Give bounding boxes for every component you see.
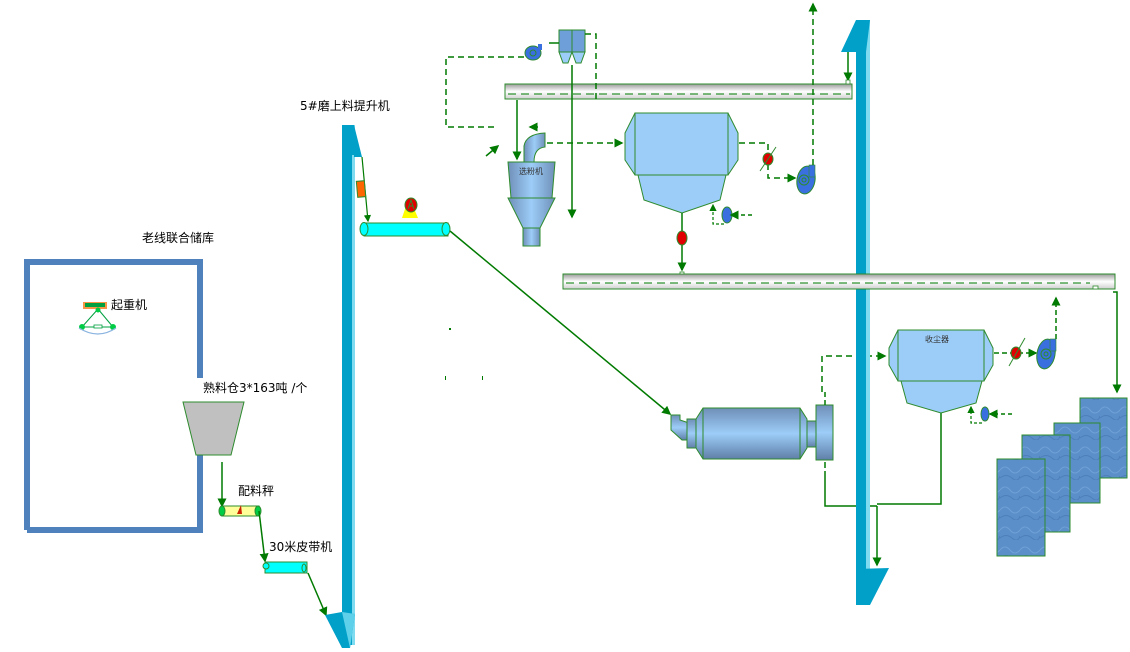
flow-belt-to-elevator	[307, 572, 328, 617]
fan-icon	[796, 164, 816, 195]
damper-valve-icon[interactable]	[759, 146, 777, 172]
crane-icon	[78, 302, 117, 335]
label-batching-scale: 配料秤	[238, 484, 275, 498]
air-slide-middle	[562, 271, 1116, 290]
label-crane: 起重机	[111, 298, 148, 312]
feed-belt	[359, 197, 451, 237]
elevator-right[interactable]	[841, 20, 889, 605]
mark	[482, 376, 483, 380]
mark	[445, 376, 446, 380]
pipe	[877, 413, 942, 505]
fan-icon	[524, 44, 542, 61]
pipe	[967, 405, 982, 424]
air-slide-top	[504, 79, 853, 100]
batching-scale	[218, 505, 262, 517]
dust-collector-upper[interactable]	[624, 112, 739, 214]
mark	[449, 328, 451, 330]
pipe	[585, 33, 597, 102]
cement-silos	[996, 397, 1128, 557]
elevator-5-mill[interactable]	[325, 125, 362, 648]
valve-icon[interactable]	[676, 230, 688, 246]
pipe	[709, 203, 724, 225]
pipe	[821, 351, 887, 392]
pipe	[485, 145, 500, 157]
label-clinker-bin: 熟料仓3*163吨 /个	[201, 379, 310, 396]
clinker-bin	[182, 401, 245, 456]
fan-small-icon	[721, 206, 733, 224]
flow-scale-to-belt	[258, 510, 269, 563]
gate-icon	[355, 180, 367, 198]
label-storage: 老线联合储库	[142, 231, 215, 245]
pipe	[1112, 291, 1122, 394]
bag-filter-small	[558, 29, 586, 64]
label-belt-30m: 30米皮带机	[269, 540, 333, 554]
label-elevator-5: 5#磨上料提升机	[300, 99, 390, 113]
pipe	[445, 56, 524, 128]
pipe	[739, 142, 797, 183]
ball-mill[interactable]	[670, 404, 834, 461]
damper-valve-icon[interactable]	[1008, 337, 1026, 367]
fan-small-icon	[980, 406, 990, 422]
separator[interactable]	[507, 132, 556, 247]
label-separator: 选粉机	[519, 167, 543, 176]
dust-collector-lower[interactable]	[888, 329, 994, 414]
belt-conveyor-30m	[262, 561, 308, 574]
storage-building	[24, 259, 203, 533]
fan-icon	[1036, 338, 1057, 370]
flow-belt-to-mill	[449, 230, 672, 415]
label-dust-collector: 收尘器	[925, 335, 949, 344]
